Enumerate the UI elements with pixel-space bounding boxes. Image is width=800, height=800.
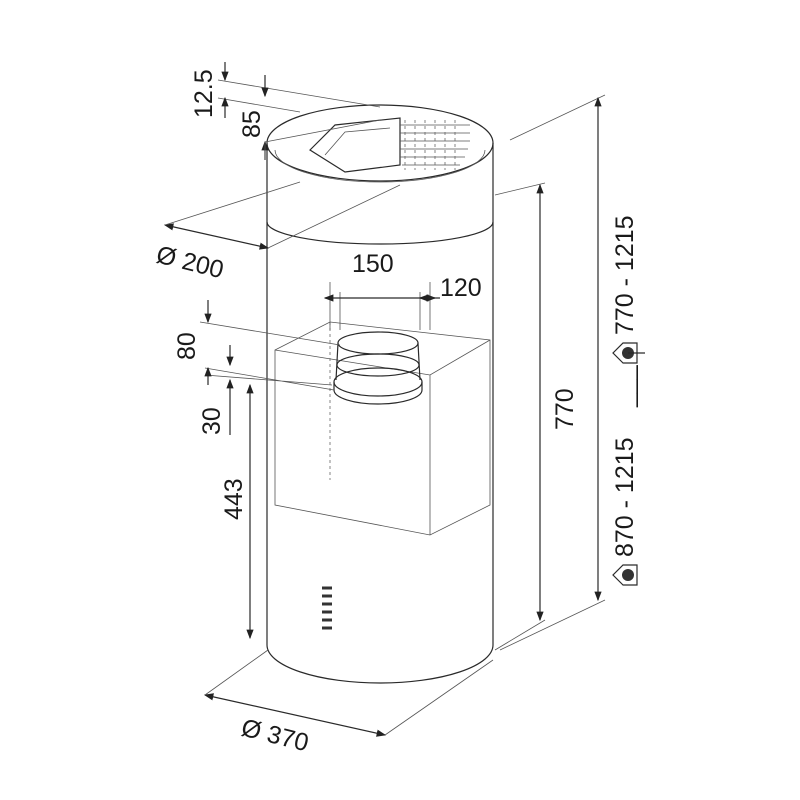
grille [400,120,470,170]
hood-cylinder [266,104,494,684]
dim-outlet-outer: 150 [352,250,394,278]
dim-body-height: 770 [551,388,579,430]
control-buttons [322,586,332,630]
dim-duct-diameter: Ø 200 [154,241,227,285]
dim-box-to-bottom: 443 [220,478,248,520]
range-recirc: 770 - 1215 [611,215,639,335]
dim-outlet-offset: 30 [198,407,226,435]
dim-ring-height: 85 [238,110,266,138]
range-ceiling: 870 - 1215 [611,437,639,557]
dim-top-gap: 12.5 [190,69,218,118]
recirculation-icon [612,342,645,364]
outlet-collar [333,331,423,405]
dimension-lines [163,62,606,737]
dim-outlet-inner: 120 [440,274,482,302]
dim-body-diameter: Ø 370 [239,714,312,758]
range-connector: ___ [611,364,639,408]
ducted-extraction-icon [612,564,638,586]
dim-outlet-height: 80 [173,332,201,360]
height-range-annotation: 870 - 1215 ___ 770 - 1215 [611,215,645,586]
